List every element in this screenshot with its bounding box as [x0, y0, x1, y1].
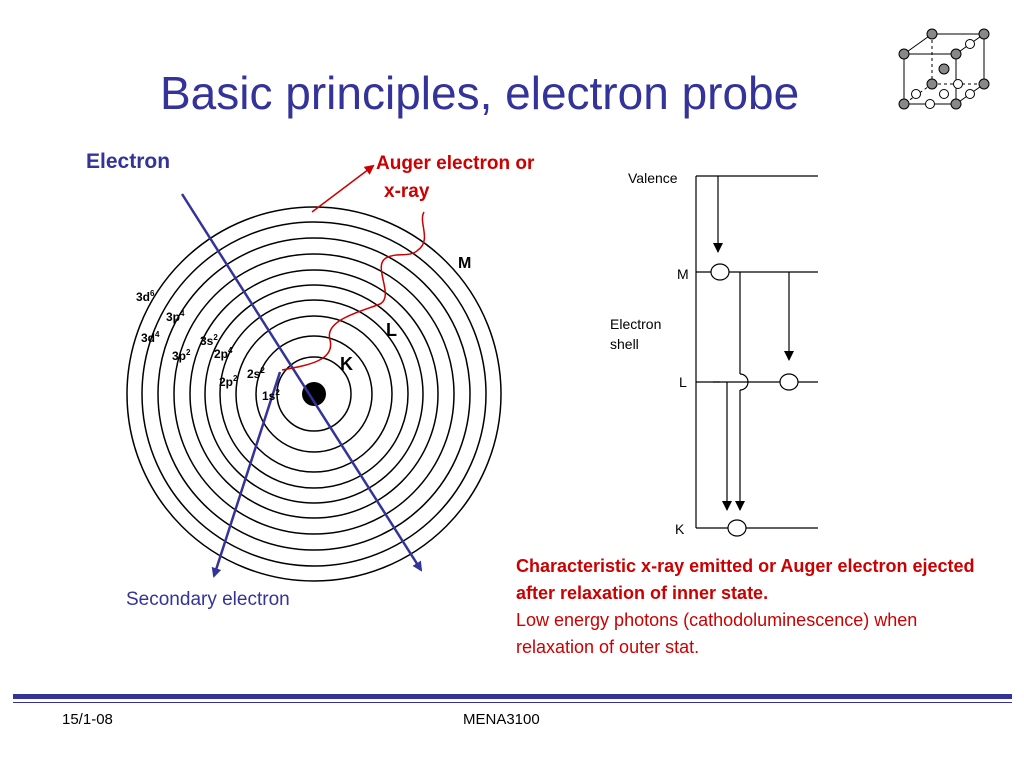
footer-course: MENA3100 [463, 711, 540, 728]
electron-shells [126, 206, 502, 582]
slide-title: Basic principles, electron probe [160, 67, 800, 119]
auger-arrow [311, 164, 375, 213]
orbital-label-3p2: 3p2 [172, 348, 191, 363]
energy-label-m: M [677, 266, 689, 282]
nucleus [302, 382, 326, 406]
orbital-label-3p4: 3p4 [166, 309, 185, 324]
description-normal: Low energy photons (cathodoluminescence)… [516, 610, 918, 657]
energy-label-valence: Valence [628, 170, 678, 186]
description-bold: Characteristic x-ray emitted or Auger el… [516, 556, 975, 603]
auger-label-line1: Auger electron or [376, 153, 535, 174]
orbital-label-1s2: 1s2 [262, 388, 280, 403]
orbital-label-3d4: 3d4 [141, 330, 160, 345]
shell-label-m: M [458, 255, 472, 272]
orbital-label-3s2: 3s2 [200, 333, 218, 348]
description-text: Characteristic x-ray emitted or Auger el… [516, 553, 976, 661]
crystal-lattice-icon [898, 28, 990, 110]
energy-level-diagram [695, 175, 818, 537]
secondary-electron-arrow [211, 371, 282, 578]
atom-shell-diagram [126, 164, 502, 582]
energy-label-l: L [679, 374, 687, 390]
energy-label-k: K [675, 521, 685, 537]
incident-electron-arrow [180, 193, 423, 572]
orbital-label-2p4: 2p4 [214, 346, 233, 361]
footer-rule [13, 694, 1012, 699]
orbital-label-2s2: 2s2 [247, 366, 265, 381]
incident-electron-label: Electron [86, 150, 171, 173]
auger-label-line2: x-ray [384, 181, 430, 202]
orbital-label-3d6: 3d6 [136, 289, 155, 304]
shell-label-l: L [386, 320, 397, 340]
energy-label-electron-shell-2: shell [610, 336, 639, 352]
footer-rule-thin [13, 702, 1012, 703]
secondary-electron-label: Secondary electron [126, 589, 290, 610]
auger-wave-path [281, 211, 426, 371]
shell-label-k: K [340, 354, 353, 374]
energy-label-electron-shell-1: Electron [610, 316, 662, 332]
footer-date: 15/1-08 [62, 711, 113, 728]
orbital-label-2p2: 2p2 [219, 374, 238, 389]
